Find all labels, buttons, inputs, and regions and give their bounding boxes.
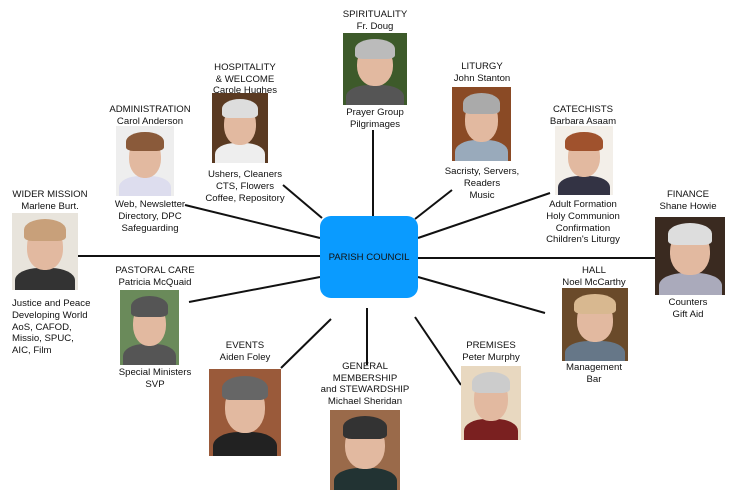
- hospitality-duty: CTS, Flowers: [215, 180, 275, 192]
- wider-mission-duty: AIC, Film: [12, 345, 52, 357]
- liturgy-leader-name: John Stanton: [453, 72, 511, 84]
- general-membership-title: GENERAL: [342, 361, 388, 372]
- wider-mission-duty: AoS, CAFOD,: [12, 321, 72, 333]
- spirituality-leader-photo: [343, 33, 407, 105]
- finance-title: FINANCE: [666, 189, 710, 200]
- hall-leader-photo: [562, 288, 628, 361]
- premises-title: PREMISES: [466, 340, 516, 351]
- liturgy-duty: Sacristy, Servers,: [444, 166, 520, 177]
- finance-leader-name: Shane Howie: [659, 200, 717, 212]
- connector-events: [280, 318, 332, 369]
- events-leader-photo: [209, 369, 281, 456]
- liturgy-title: LITURGY: [461, 61, 503, 72]
- catechists-duty: Children's Liturgy: [546, 234, 620, 246]
- finance-leader-photo: [655, 217, 725, 295]
- general-membership-title: MEMBERSHIP: [332, 372, 398, 384]
- administration-leader-name: Carol Anderson: [116, 115, 184, 127]
- hospitality-title: HOSPITALITY: [214, 62, 276, 73]
- wider-mission-leader-name: Marlene Burt.: [21, 200, 79, 212]
- connector-catechists: [417, 192, 551, 239]
- general-membership-title: and STEWARDSHIP: [320, 384, 410, 395]
- administration-duty: Directory, DPC: [118, 210, 182, 222]
- general-membership-leader-photo: [330, 410, 400, 490]
- connector-premises: [414, 316, 462, 386]
- connector-hospitality: [282, 184, 323, 219]
- catechists-duty: Adult Formation: [549, 199, 617, 210]
- hospitality-leader-name: Carole Hughes: [213, 85, 277, 96]
- administration-title: ADMINISTRATION: [109, 104, 191, 115]
- events-title: EVENTS: [225, 340, 265, 351]
- wider-mission-leader-photo: [12, 213, 78, 290]
- finance-duty: Counters: [668, 297, 708, 308]
- premises-leader-photo: [461, 366, 521, 440]
- parish-council-box: PARISH COUNCIL: [320, 216, 418, 298]
- spirituality-leader-name: Fr. Doug: [356, 20, 394, 32]
- connector-hall: [417, 276, 546, 314]
- hall-leader-name: Noel McCarthy: [562, 276, 626, 288]
- events-leader-name: Aiden Foley: [219, 351, 271, 363]
- administration-duty: Safeguarding: [121, 222, 179, 234]
- administration-leader-photo: [116, 126, 174, 196]
- wider-mission-title: WIDER MISSION: [12, 189, 88, 200]
- hospitality-duty: Coffee, Repository: [205, 192, 285, 204]
- connector-administration: [184, 204, 321, 239]
- connector-liturgy: [414, 189, 453, 220]
- pastoral-care-duty: SVP: [145, 378, 165, 390]
- pastoral-care-duty: Special Ministers: [118, 367, 192, 378]
- liturgy-leader-photo: [452, 87, 511, 161]
- hall-duty: Management: [566, 362, 622, 373]
- spirituality-title: SPIRITUALITY: [342, 9, 408, 20]
- parish-council-label: PARISH COUNCIL: [328, 251, 410, 263]
- connector-pastoral-care: [188, 276, 321, 303]
- pastoral-care-title: PASTORAL CARE: [115, 265, 195, 276]
- hall-duty: Bar: [586, 373, 602, 385]
- spirituality-duty: Pilgrimages: [349, 118, 401, 130]
- pastoral-care-leader-name: Patricia McQuaid: [118, 276, 192, 288]
- liturgy-duty: Music: [469, 189, 495, 201]
- hall-title: HALL: [582, 265, 606, 276]
- catechists-leader-name: Barbara Asaam: [549, 115, 617, 127]
- premises-leader-name: Peter Murphy: [462, 351, 520, 363]
- wider-mission-duty: Justice and Peace: [12, 298, 91, 309]
- finance-duty: Gift Aid: [672, 308, 704, 320]
- wider-mission-duty: Developing World: [12, 309, 88, 321]
- catechists-leader-photo: [555, 126, 613, 195]
- catechists-duty: Holy Communion: [546, 210, 620, 222]
- catechists-title: CATECHISTS: [552, 104, 614, 115]
- wider-mission-duty: Missio, SPUC,: [12, 333, 74, 345]
- spirituality-duty: Prayer Group: [346, 107, 404, 118]
- catechists-duty: Confirmation: [555, 222, 611, 234]
- pastoral-care-leader-photo: [120, 290, 179, 365]
- liturgy-duty: Readers: [463, 177, 501, 189]
- hospitality-duty: Ushers, Cleaners: [207, 169, 283, 180]
- hospitality-leader-photo: [212, 93, 268, 163]
- hospitality-title: & WELCOME: [215, 73, 275, 85]
- general-membership-leader-name: Michael Sheridan: [327, 395, 403, 407]
- administration-duty: Web, Newsletter: [114, 199, 186, 210]
